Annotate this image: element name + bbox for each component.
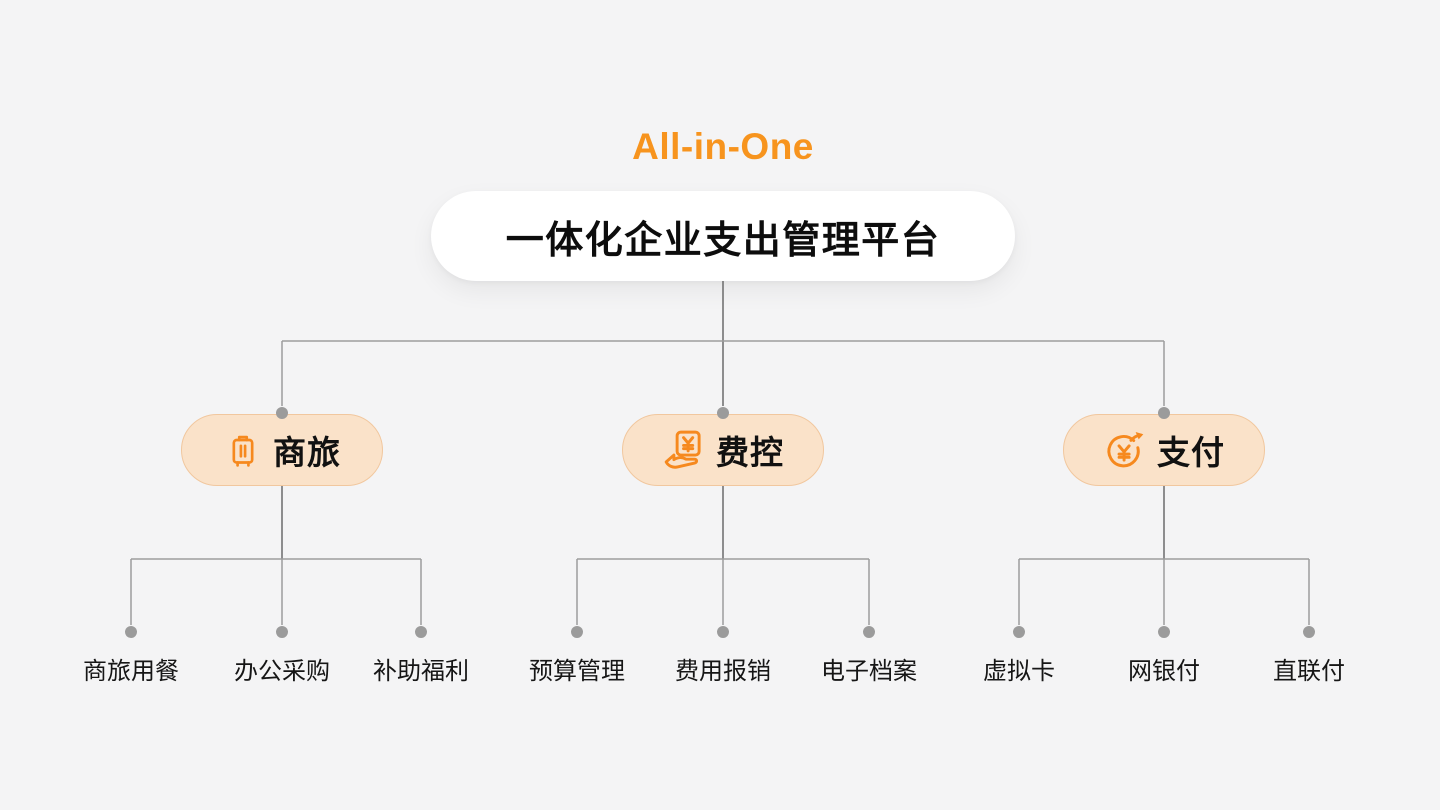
leaf-node-virtual-card: 虚拟卡 — [983, 658, 1055, 685]
branch-node-travel: 商旅 — [181, 414, 383, 486]
leaf-node-electronic-archive: 电子档案 — [821, 658, 917, 685]
leaf-node-expense-reimbursement: 费用报销 — [675, 658, 771, 685]
branch-node-label: 费控 — [716, 434, 784, 471]
leaf-node-online-bank-pay: 网银付 — [1128, 658, 1200, 685]
leaf-node-office-procurement: 办公采购 — [234, 658, 330, 685]
root-node-label: 一体化企业支出管理平台 — [505, 219, 941, 262]
branch-node-expense-control: 费控 — [622, 414, 824, 486]
branch-node-label: 支付 — [1157, 434, 1225, 471]
hand-holding-yuan-icon — [662, 428, 706, 472]
diagram-title: All-in-One — [632, 126, 814, 167]
suitcase-icon — [223, 429, 263, 471]
yuan-transfer-circle-icon — [1103, 428, 1147, 472]
leaf-node-budget-management: 预算管理 — [529, 658, 625, 685]
branch-node-payment: 支付 — [1063, 414, 1265, 486]
leaf-node-travel-dining: 商旅用餐 — [83, 658, 179, 685]
branch-node-label: 商旅 — [273, 434, 341, 471]
root-node: 一体化企业支出管理平台 — [431, 191, 1015, 281]
leaf-node-direct-connect-pay: 直联付 — [1273, 658, 1345, 685]
leaf-node-subsidy-benefits: 补助福利 — [373, 658, 469, 685]
